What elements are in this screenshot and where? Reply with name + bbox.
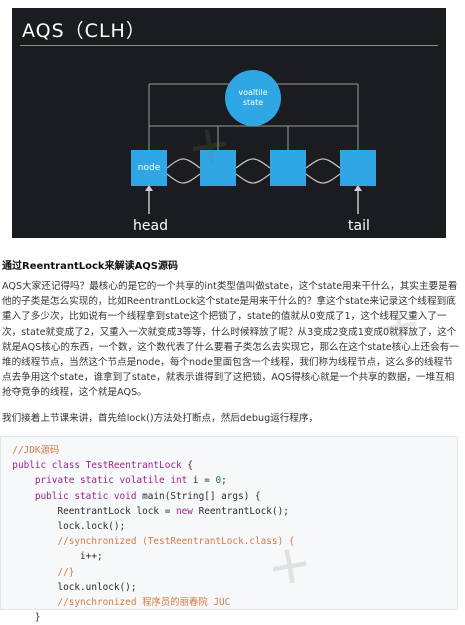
aqs-clh-diagram: AQS（CLH） voaltile state node head tail xyxy=(12,8,446,238)
code-token: TestReentrantLock xyxy=(85,460,182,472)
code-line: //JDK源码 xyxy=(1,443,457,458)
code-line: lock.lock(); xyxy=(1,519,457,534)
code-line: ReentrantLock lock = new ReentrantLock()… xyxy=(1,504,457,519)
code-token: //synchronized (TestReentrantLock.class)… xyxy=(57,536,295,548)
code-line: //synchronized (TestReentrantLock.class)… xyxy=(1,534,457,549)
node-2 xyxy=(200,150,236,186)
code-line: } xyxy=(1,610,457,625)
tail-label: tail xyxy=(348,218,370,234)
code-token: //synchronized 程序员的丽春院 JUC xyxy=(57,596,231,608)
intro-paragraph: 我们接着上节课来讲，首先给lock()方法处打断点，然后debug运行程序， xyxy=(2,413,319,424)
state-circle: voaltile state xyxy=(225,70,281,126)
code-token: //JDK源码 xyxy=(12,445,60,456)
code-line: i++; xyxy=(1,549,457,564)
code-token: public class xyxy=(12,460,86,472)
code-token: { xyxy=(181,460,193,472)
code-line: public static void main(String[] args) { xyxy=(1,489,457,504)
code-token: i = xyxy=(192,475,216,487)
diagram-title: AQS（CLH） xyxy=(22,20,146,42)
code-line: //} xyxy=(1,565,457,580)
code-line: //synchronized 程序员的丽春院 JUC xyxy=(1,595,457,610)
code-block: //JDK源码 public class TestReentrantLock {… xyxy=(0,436,458,623)
code-line: private static volatile int i = 0; xyxy=(1,473,457,488)
title-divider xyxy=(20,45,438,46)
node-1: node xyxy=(131,150,167,186)
code-token: ; xyxy=(221,475,227,487)
code-token: lock.lock(); xyxy=(57,520,126,532)
code-token: main(String[] args) { xyxy=(142,490,261,502)
code-token: ReentrantLock(); xyxy=(198,505,289,517)
code-token: new xyxy=(175,505,199,517)
code-token: lock.unlock(); xyxy=(57,581,137,593)
code-line: lock.unlock(); xyxy=(1,580,457,595)
body-paragraph: AQS大家还记得吗？最核心的是它的一个共享的int类型值叫做state，这个st… xyxy=(2,281,459,399)
code-token: public static void xyxy=(34,490,143,502)
node-4 xyxy=(340,150,376,186)
code-token: private static volatile int xyxy=(34,475,193,487)
diagram-connectors xyxy=(145,83,362,214)
state-label-line2: state xyxy=(242,98,264,107)
code-token: } xyxy=(34,612,41,624)
code-token: i++; xyxy=(80,551,103,563)
head-label: head xyxy=(133,218,168,234)
state-label-line1: voaltile xyxy=(238,88,268,97)
code-line: public class TestReentrantLock { xyxy=(1,458,457,473)
code-token: 0 xyxy=(215,475,222,487)
node-3 xyxy=(270,150,306,186)
section-heading: 通过ReentrantLock来解读AQS源码 xyxy=(2,261,179,272)
node-1-label: node xyxy=(137,163,161,173)
code-token: //} xyxy=(57,566,75,578)
code-token: ReentrantLock lock = xyxy=(57,505,176,517)
